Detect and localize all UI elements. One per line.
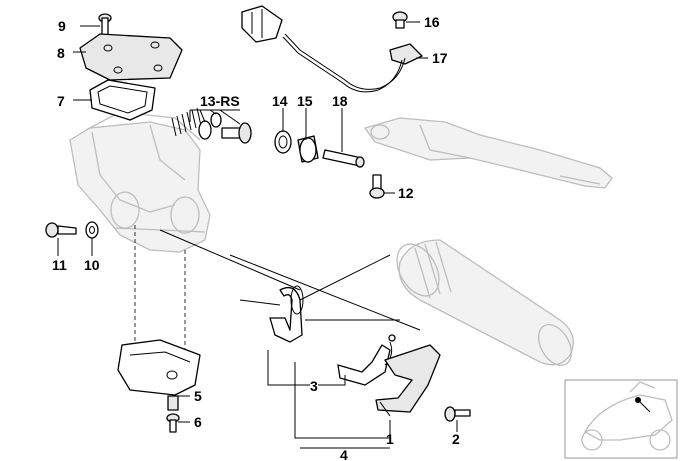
part-8-cover-plate — [79, 33, 183, 81]
part-15-bushing — [297, 135, 319, 163]
label-part-17: 17 — [432, 50, 448, 66]
assembly-axis-lines — [134, 225, 421, 360]
part-1-bracket — [375, 344, 441, 417]
part-3-cable-clip — [269, 285, 396, 386]
part-7-gasket — [89, 79, 156, 121]
part-10-washer — [85, 221, 99, 239]
label-part-1: 1 — [386, 431, 394, 447]
label-part-18: 18 — [332, 93, 348, 109]
part-16-screw — [392, 11, 408, 29]
leader-lines — [57, 21, 458, 449]
part-13-spring-plunger — [171, 107, 252, 144]
part-11-screw — [45, 222, 77, 238]
handlebar-grip-ghost — [396, 239, 574, 366]
label-part-7: 7 — [57, 93, 65, 109]
label-part-16: 16 — [424, 14, 440, 30]
label-part-4: 4 — [340, 447, 348, 461]
label-part-2: 2 — [452, 431, 460, 447]
handlebar-housing-ghost — [69, 111, 211, 253]
label-part-6: 6 — [194, 414, 202, 430]
label-part-14: 14 — [272, 93, 288, 109]
label-part-11: 11 — [52, 257, 67, 273]
part-9-screw — [98, 13, 112, 36]
part-18-pin — [322, 149, 365, 168]
label-part-8: 8 — [57, 45, 65, 61]
brake-lever-ghost — [363, 117, 613, 189]
label-part-12: 12 — [398, 185, 414, 201]
wire-connector — [241, 5, 283, 43]
label-part-10: 10 — [84, 257, 100, 273]
part-2-screw — [444, 406, 471, 422]
label-part-5: 5 — [194, 388, 202, 404]
label-part-3: 3 — [310, 378, 318, 394]
part-12-bolt — [369, 174, 385, 199]
label-part-15: 15 — [297, 93, 313, 109]
part-labels: 9 8 7 13-RS 14 15 18 16 17 12 11 10 3 5 … — [52, 14, 460, 461]
label-part-13-rs: 13-RS — [200, 93, 240, 109]
label-part-9: 9 — [58, 18, 66, 34]
part-14-ring — [274, 130, 292, 154]
part-5-mount-bracket — [117, 339, 201, 411]
part-17-brake-switch — [282, 33, 423, 93]
motorcycle-location-inset — [564, 379, 678, 459]
part-6-screw — [166, 413, 180, 433]
